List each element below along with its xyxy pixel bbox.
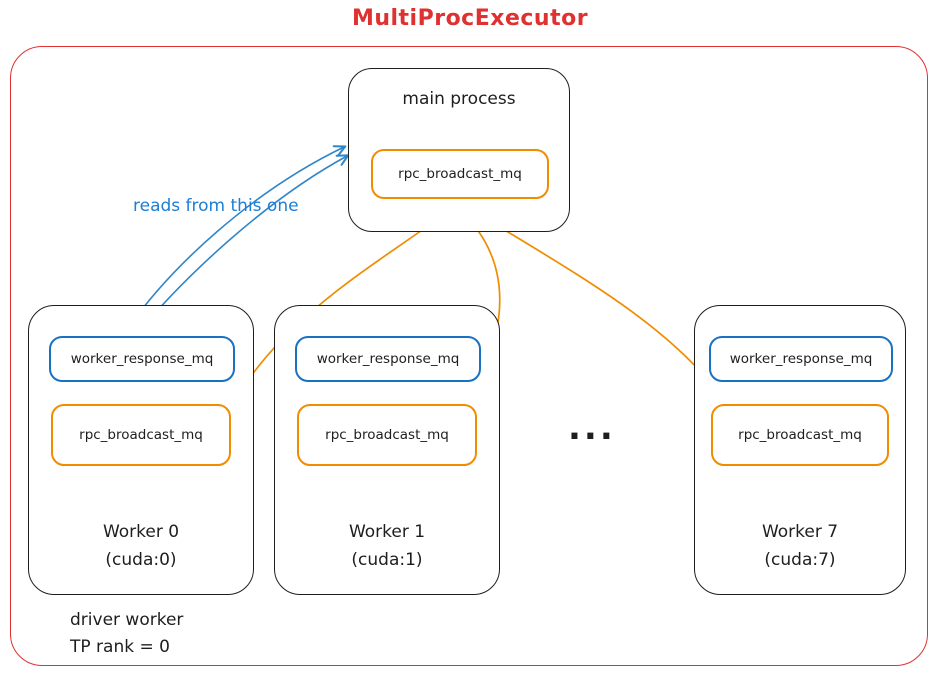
worker-1-broadcast-queue: rpc_broadcast_mq — [297, 404, 477, 466]
queue-label: rpc_broadcast_mq — [398, 166, 522, 182]
worker-0-broadcast-queue: rpc_broadcast_mq — [51, 404, 231, 466]
queue-label: rpc_broadcast_mq — [738, 427, 862, 443]
more-workers-ellipsis: ... — [568, 408, 616, 448]
queue-label: worker_response_mq — [729, 351, 873, 367]
worker-7-node: worker_response_mq rpc_broadcast_mq Work… — [694, 305, 906, 595]
worker-7-broadcast-queue: rpc_broadcast_mq — [711, 404, 889, 466]
worker-7-response-queue: worker_response_mq — [709, 336, 893, 382]
worker-0-response-queue: worker_response_mq — [49, 336, 235, 382]
worker-device: (cuda:1) — [351, 550, 423, 570]
main-process-node: main process rpc_broadcast_mq — [348, 68, 570, 232]
main-rpc-broadcast-queue: rpc_broadcast_mq — [371, 149, 549, 199]
worker-1-response-queue: worker_response_mq — [295, 336, 481, 382]
worker-0-label: Worker 0 (cuda:0) — [29, 518, 253, 574]
worker-name: Worker 7 — [761, 522, 839, 542]
worker-device: (cuda:7) — [764, 550, 836, 570]
diagram-title: MultiProcExecutor — [351, 6, 589, 31]
worker-0-node: worker_response_mq rpc_broadcast_mq Work… — [28, 305, 254, 595]
executor-boundary-box — [10, 46, 928, 666]
reads-from-annotation: reads from this one — [133, 196, 299, 216]
main-process-label: main process — [402, 89, 516, 109]
worker-device: (cuda:0) — [105, 550, 177, 570]
footnote-line-2: TP rank = 0 — [70, 637, 170, 657]
queue-label: worker_response_mq — [70, 351, 214, 367]
worker-1-node: worker_response_mq rpc_broadcast_mq Work… — [274, 305, 500, 595]
worker-7-label: Worker 7 (cuda:7) — [695, 518, 905, 574]
queue-label: worker_response_mq — [316, 351, 460, 367]
worker-1-label: Worker 1 (cuda:1) — [275, 518, 499, 574]
footnote-line-1: driver worker — [70, 610, 184, 630]
queue-label: rpc_broadcast_mq — [325, 427, 449, 443]
worker-name: Worker 0 — [102, 522, 180, 542]
queue-label: rpc_broadcast_mq — [79, 427, 203, 443]
driver-worker-note: driver worker TP rank = 0 — [70, 607, 183, 661]
worker-name: Worker 1 — [348, 522, 426, 542]
